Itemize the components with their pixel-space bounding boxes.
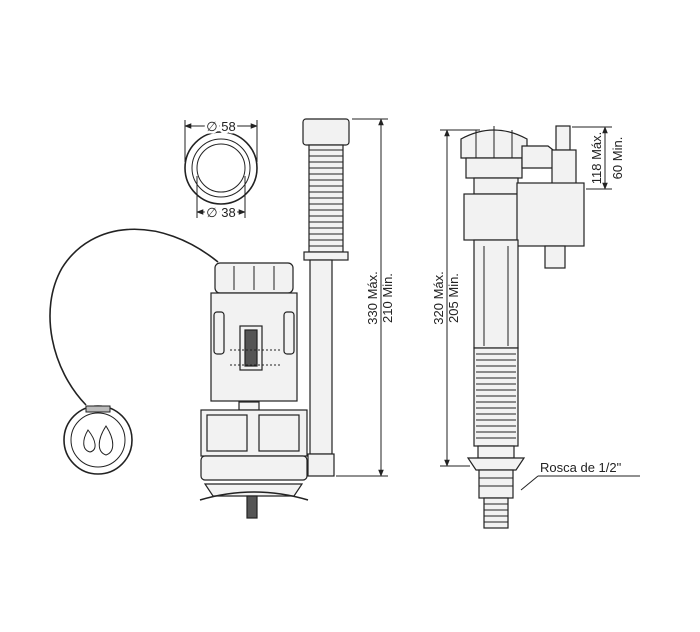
fill-valve: 320 Máx. 205 Min. 118 Máx. 60 Min. Rosca… bbox=[431, 125, 640, 529]
float-max-label: 118 Máx. bbox=[589, 132, 604, 185]
fill-valve-ribs bbox=[476, 353, 516, 439]
cable bbox=[49, 228, 219, 406]
button-inner-diameter-label: ∅ 38 bbox=[206, 205, 235, 220]
flush-max-label: 330 Máx. bbox=[365, 271, 380, 324]
fill-min-label: 205 Min. bbox=[446, 273, 461, 323]
flush-valve: 330 Máx. 210 Min. bbox=[199, 118, 395, 519]
push-button-top-view: ∅ 58 ∅ 38 bbox=[184, 117, 258, 223]
button-outer-diameter-label: ∅ 58 bbox=[206, 119, 235, 134]
spring-coils bbox=[309, 149, 343, 247]
flush-min-label: 210 Min. bbox=[380, 273, 395, 323]
small-drop-icon bbox=[83, 429, 96, 453]
large-drop-icon bbox=[98, 425, 114, 456]
float-min-label: 60 Min. bbox=[610, 137, 625, 180]
fill-max-label: 320 Máx. bbox=[431, 271, 446, 324]
thread-label: Rosca de 1/2" bbox=[540, 460, 622, 475]
dual-push-button bbox=[63, 405, 133, 475]
